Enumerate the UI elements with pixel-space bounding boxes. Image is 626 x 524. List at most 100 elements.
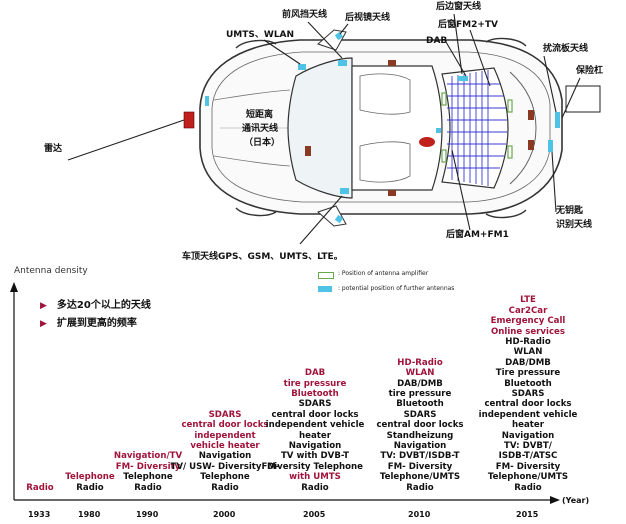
feature-item: Radio — [514, 482, 542, 493]
feature-item: WLAN — [513, 347, 543, 358]
feature-item: Emergency Call — [490, 316, 566, 327]
year-label: 1933 — [28, 510, 51, 519]
feature-item: independent vehicle — [478, 409, 578, 420]
legend-further-swatch — [318, 286, 332, 292]
green-amp-3 — [507, 99, 513, 113]
feature-item: Online services — [490, 326, 566, 337]
hood-crease-top — [213, 89, 291, 101]
green-amp-2 — [441, 149, 447, 163]
feature-item: FM- Diversity — [495, 461, 561, 472]
feature-item: HD-Radio — [397, 357, 443, 368]
wheel-rear-bottom — [485, 209, 527, 219]
feature-item: DAB — [304, 368, 326, 379]
timeline-ylabel: Antenna density — [14, 266, 88, 276]
feature-item: TV: DVBT/ — [504, 441, 552, 452]
wheel-front-bottom — [235, 207, 277, 217]
feature-item: SDARS — [511, 389, 545, 400]
x-axis-arrow — [550, 496, 560, 504]
feature-item: SDARS — [403, 409, 437, 420]
feature-item: Radio — [406, 482, 434, 493]
feature-item: HD-Radio — [505, 337, 551, 348]
feature-item: SDARS — [208, 409, 242, 420]
feature-item: DAB/DMB — [397, 378, 443, 389]
feature-item: SDARS — [298, 399, 332, 410]
feature-item: Navigation — [198, 451, 252, 462]
label-rear-window-am-fm1: 后窗AM+FM1 — [446, 230, 509, 240]
legend-amplifier-text: : Position of antenna amplifier — [338, 270, 429, 277]
feature-item: Diversity Telephone — [267, 461, 363, 472]
rear-window-grid — [447, 70, 507, 186]
feature-item: central door locks — [376, 420, 464, 431]
label-rear-window-fm2-tv: 后窗FM2+TV — [438, 20, 499, 30]
label-bumper: 保险杠 — [576, 66, 604, 76]
amplifier-rear-2 — [528, 140, 534, 150]
feature-item: Telephone/UMTS — [487, 472, 569, 483]
green-amp-1 — [441, 92, 447, 106]
feature-item: Navigation — [393, 441, 447, 452]
radar-block — [183, 111, 195, 129]
hood-crease-bottom — [213, 155, 291, 167]
label-spoiler-antenna: 扰流板天线 — [543, 44, 589, 54]
feature-column: Radio — [0, 483, 100, 493]
roof-panel — [351, 65, 443, 191]
feature-item: Radio — [26, 482, 54, 493]
rear-window-glass — [441, 67, 509, 189]
label-roof-antenna: 车顶天线GPS、GSM、UMTS、LTE。 — [182, 252, 343, 262]
year-label: 2005 — [303, 510, 326, 519]
wheel-rear-top — [485, 37, 527, 47]
label-radar: 雷达 — [44, 144, 63, 154]
antenna-mirror-bottom — [334, 214, 344, 224]
feature-item: with UMTS — [289, 472, 341, 483]
feature-item: FM- Diversity — [387, 461, 453, 472]
green-amp-4 — [507, 145, 513, 159]
label-short-range-1: 短距离 — [246, 110, 274, 120]
label-dab: DAB — [426, 36, 448, 46]
year-label: 1980 — [78, 510, 101, 519]
antenna-roof — [340, 188, 349, 194]
label-keyless-1: 无钥匙 — [556, 206, 584, 216]
feature-item: Car2Car — [508, 305, 548, 316]
seat-front-right — [359, 141, 411, 183]
label-keyless-2: 识别天线 — [556, 220, 593, 230]
feature-item: LTE — [520, 295, 536, 306]
feature-item: Navigation/TV — [113, 451, 183, 462]
legend-amplifier-swatch — [318, 272, 334, 279]
legend-further-text: : potential position of further antennas — [338, 285, 455, 292]
feature-item: Telephone/UMTS — [379, 472, 461, 483]
amplifier-top — [388, 60, 396, 66]
feature-item: Telephone — [65, 472, 115, 483]
feature-item: DAB/DMB — [505, 357, 551, 368]
feature-item: central door locks — [181, 420, 269, 431]
feature-item: Bluetooth — [504, 378, 552, 389]
feature-item: FM- Diversity — [115, 461, 181, 472]
antenna-rear-side — [458, 76, 468, 81]
feature-item: Tire pressure — [495, 368, 561, 379]
label-umts-wlan: UMTS、WLAN — [226, 30, 295, 40]
feature-item: ISDB-T/ATSC — [498, 451, 558, 462]
feature-item: heater — [299, 430, 331, 441]
bumper-box — [565, 85, 601, 113]
amplifier-bottom — [388, 190, 396, 196]
antenna-keyless — [548, 140, 553, 152]
leader-lines — [67, 13, 581, 245]
feature-item: vehicle heater — [190, 441, 260, 452]
car-top-view — [67, 13, 601, 245]
feature-item: independent — [194, 430, 256, 441]
antenna-spoiler — [555, 112, 560, 128]
year-label: 2015 — [516, 510, 539, 519]
feature-item: TV with DVB-T — [280, 451, 350, 462]
label-windshield-antenna: 前风挡天线 — [282, 10, 328, 20]
feature-item: tire pressure — [283, 378, 347, 389]
year-label: 2000 — [213, 510, 236, 519]
feature-item: Radio — [211, 482, 239, 493]
timeline-xlabel: (Year) — [562, 496, 590, 505]
seat-front-left — [359, 73, 411, 115]
feature-item: WLAN — [405, 368, 435, 379]
feature-item: independent vehicle — [265, 420, 365, 431]
